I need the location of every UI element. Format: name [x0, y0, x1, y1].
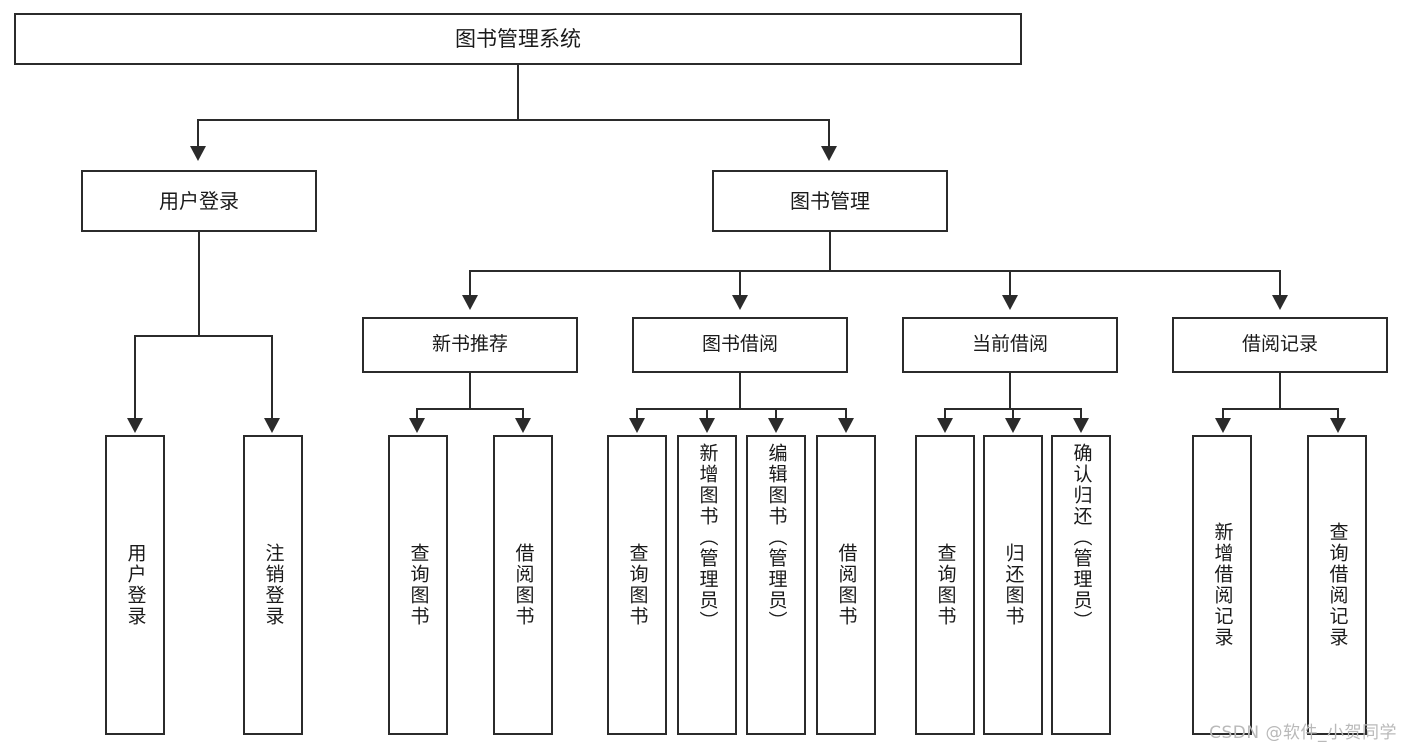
edge-level1-bus: [197, 119, 830, 121]
node-root-system[interactable]: 图书管理系统: [14, 13, 1022, 65]
node-label: 新书推荐: [431, 333, 508, 356]
leaf-nb-query-book[interactable]: 查询图书: [388, 435, 448, 735]
leaf-label: 用户登录: [124, 543, 147, 627]
arrow-borrow-book: [732, 295, 748, 310]
edge-drop-cb-2: [1012, 408, 1014, 421]
edge-borrow-record-stem: [1279, 373, 1281, 410]
arrow-br-2: [1330, 418, 1346, 433]
leaf-label: 归还图书: [1002, 543, 1025, 627]
arrow-br-1: [1215, 418, 1231, 433]
leaf-label: 查询借阅记录: [1326, 522, 1349, 648]
arrow-bb-1: [629, 418, 645, 433]
leaf-label: 新增借阅记录: [1211, 522, 1234, 648]
arrow-user-login: [190, 146, 206, 161]
arrow-nb-2: [515, 418, 531, 433]
arrow-cb-3: [1073, 418, 1089, 433]
arrow-bb-3: [768, 418, 784, 433]
edge-drop-bb-3: [775, 408, 777, 421]
node-current-borrow[interactable]: 当前借阅: [902, 317, 1118, 373]
edge-drop-borrow-record: [1279, 270, 1281, 298]
node-label: 图书借阅: [701, 333, 778, 356]
arrow-bb-4: [838, 418, 854, 433]
arrow-nb-1: [409, 418, 425, 433]
edge-drop-leaf-logout: [271, 335, 273, 421]
leaf-label: 查询图书: [407, 543, 430, 627]
node-label: 当前借阅: [971, 333, 1048, 356]
leaf-cb-return-book[interactable]: 归还图书: [983, 435, 1043, 735]
leaf-label: 确认归还（管理员）: [1070, 443, 1093, 632]
leaf-bb-query-book[interactable]: 查询图书: [607, 435, 667, 735]
leaf-cb-confirm-return-admin[interactable]: 确认归还（管理员）: [1051, 435, 1111, 735]
arrow-leaf-user-login: [127, 418, 143, 433]
leaf-label: 新增图书（管理员）: [696, 443, 719, 632]
node-label: 借阅记录: [1241, 333, 1318, 356]
edge-drop-book-manage: [828, 119, 830, 149]
edge-new-book-stem: [469, 373, 471, 410]
leaf-label: 查询图书: [934, 543, 957, 627]
node-new-book-recommend[interactable]: 新书推荐: [362, 317, 578, 373]
edge-book-manage-stem: [829, 232, 831, 272]
leaf-user-login[interactable]: 用户登录: [105, 435, 165, 735]
leaf-cb-query-book[interactable]: 查询图书: [915, 435, 975, 735]
edge-drop-cb-3: [1080, 408, 1082, 421]
arrow-book-manage: [821, 146, 837, 161]
edge-drop-nb-1: [416, 408, 418, 421]
edge-drop-nb-2: [522, 408, 524, 421]
node-borrow-record[interactable]: 借阅记录: [1172, 317, 1388, 373]
leaf-label: 编辑图书（管理员）: [765, 443, 788, 632]
edge-drop-cb-1: [944, 408, 946, 421]
leaf-label: 借阅图书: [835, 543, 858, 627]
arrow-new-book: [462, 295, 478, 310]
node-label: 图书管理: [790, 188, 870, 213]
node-label: 图书管理系统: [455, 26, 581, 51]
leaf-br-add-record[interactable]: 新增借阅记录: [1192, 435, 1252, 735]
edge-drop-current-borrow: [1009, 270, 1011, 298]
edge-new-book-bus: [416, 408, 524, 410]
leaf-label: 注销登录: [262, 543, 285, 627]
node-label: 用户登录: [159, 188, 239, 213]
arrow-bb-2: [699, 418, 715, 433]
edge-user-login-bus: [134, 335, 271, 337]
edge-borrow-book-bus: [636, 408, 847, 410]
arrow-leaf-logout: [264, 418, 280, 433]
node-user-login[interactable]: 用户登录: [81, 170, 317, 232]
node-book-borrow[interactable]: 图书借阅: [632, 317, 848, 373]
edge-drop-borrow-book: [739, 270, 741, 298]
edge-borrow-book-stem: [739, 373, 741, 410]
arrow-cb-1: [937, 418, 953, 433]
leaf-nb-borrow-book[interactable]: 借阅图书: [493, 435, 553, 735]
edge-drop-br-2: [1337, 408, 1339, 421]
edge-drop-leaf-user-login: [134, 335, 136, 421]
leaf-bb-add-book-admin[interactable]: 新增图书（管理员）: [677, 435, 737, 735]
edge-current-borrow-stem: [1009, 373, 1011, 410]
edge-user-login-stem: [198, 232, 200, 337]
leaf-logout[interactable]: 注销登录: [243, 435, 303, 735]
edge-drop-bb-2: [706, 408, 708, 421]
leaf-bb-edit-book-admin[interactable]: 编辑图书（管理员）: [746, 435, 806, 735]
edge-drop-bb-1: [636, 408, 638, 421]
edge-drop-br-1: [1222, 408, 1224, 421]
edge-borrow-record-bus: [1222, 408, 1339, 410]
leaf-br-query-record[interactable]: 查询借阅记录: [1307, 435, 1367, 735]
edge-drop-user-login: [197, 119, 199, 149]
arrow-borrow-record: [1272, 295, 1288, 310]
node-book-manage[interactable]: 图书管理: [712, 170, 948, 232]
edge-level2-bus: [469, 270, 1281, 272]
leaf-label: 查询图书: [626, 543, 649, 627]
edge-root-stem: [517, 65, 519, 120]
arrow-current-borrow: [1002, 295, 1018, 310]
arrow-cb-2: [1005, 418, 1021, 433]
edge-drop-new-book: [469, 270, 471, 298]
edge-drop-bb-4: [845, 408, 847, 421]
leaf-label: 借阅图书: [512, 543, 535, 627]
leaf-bb-borrow-book[interactable]: 借阅图书: [816, 435, 876, 735]
